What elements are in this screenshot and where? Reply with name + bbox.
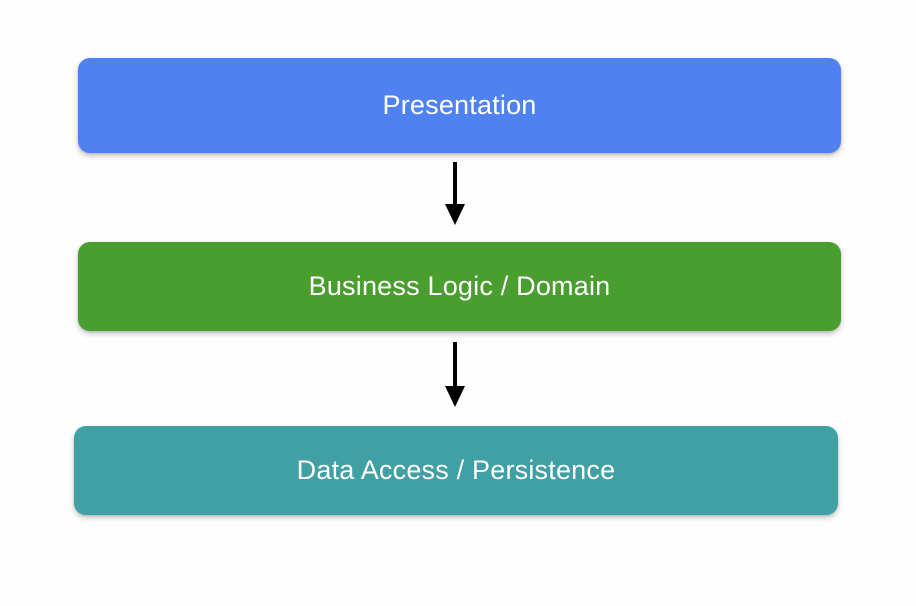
- layer-label-data-access: Data Access / Persistence: [296, 455, 616, 485]
- down-arrow-icon: [445, 162, 465, 225]
- layer-box-presentation[interactable]: Presentation: [78, 58, 841, 153]
- layer-box-business-logic[interactable]: Business Logic / Domain: [78, 242, 841, 331]
- down-arrow-icon: [445, 342, 465, 407]
- layer-label-presentation: Presentation: [382, 90, 537, 120]
- connector-business-to-data: [431, 340, 479, 410]
- connector-presentation-to-business: [431, 160, 479, 228]
- layer-label-business-logic: Business Logic / Domain: [308, 271, 611, 301]
- layer-box-data-access[interactable]: Data Access / Persistence: [74, 426, 838, 515]
